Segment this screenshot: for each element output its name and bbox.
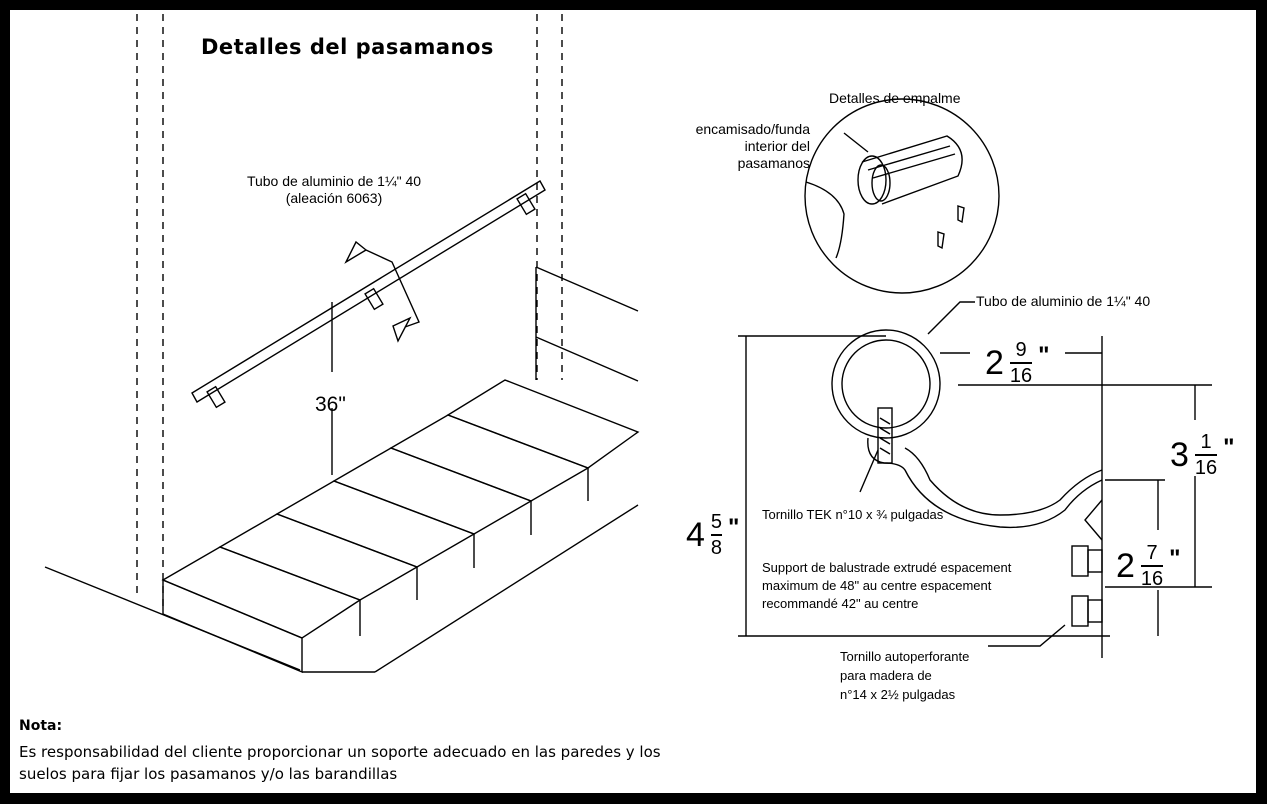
wood-screw-label: Tornillo autoperforante para madera de n… — [840, 647, 969, 704]
dimension-whole: 2 — [985, 343, 1004, 382]
wall-dashed-lines — [136, 14, 563, 612]
dimension-unit: " — [728, 514, 740, 541]
tube-label-line1: Tubo de aluminio de 1¼" 40 — [246, 173, 422, 189]
page-title: Detalles del pasamanos — [201, 35, 494, 59]
support-label-line2: maximum de 48" au centre espacement — [762, 578, 992, 593]
wood-screw-label-line3: n°14 x 2½ pulgadas — [840, 687, 956, 702]
splice-detail — [804, 98, 1000, 294]
dimension-whole: 3 — [1170, 435, 1189, 474]
height-label: 36" — [315, 393, 346, 416]
sleeve-label-line3: pasamanos — [737, 154, 810, 171]
dimension-unit: " — [1223, 434, 1235, 461]
line-drawing — [44, 14, 1212, 674]
tek-screw-label: Tornillo TEK n°10 x ¾ pulgadas — [762, 507, 944, 522]
support-label-line1: Support de balustrade extrudé espacement — [762, 560, 1012, 575]
drawing-frame: Detalles del pasamanos Tubo de aluminio … — [10, 10, 1256, 793]
wood-screw-label-line1: Tornillo autoperforante — [840, 649, 970, 664]
handrail-drawing — [191, 180, 546, 475]
support-label-line3: recommandé 42" au centre — [762, 596, 919, 611]
wood-screw-label-line2: para madera de — [840, 668, 932, 683]
dimension-whole: 4 — [686, 515, 705, 554]
section-drawing — [738, 301, 1212, 658]
stair-drawing — [44, 266, 640, 674]
dimension-whole: 2 — [1116, 546, 1135, 585]
tube-label-line2: (aleación 6063) — [285, 189, 383, 206]
sleeve-label: encamisado/funda interior del pasamanos — [660, 121, 810, 171]
dimension-unit: " — [1038, 342, 1050, 369]
section-tube-label: Tubo de aluminio de 1¼" 40 — [976, 293, 1151, 309]
tube-label: Tubo de aluminio de 1¼" 40 (aleación 606… — [229, 173, 439, 207]
sleeve-label-line1: encamisado/funda — [695, 121, 810, 137]
sleeve-label-line2: interior del — [744, 137, 810, 154]
dimension-unit: " — [1169, 545, 1181, 572]
note-body: Es responsabilidad del cliente proporcio… — [19, 743, 661, 783]
splice-title: Detalles de empalme — [829, 90, 961, 106]
note-heading: Nota: — [19, 718, 63, 734]
support-label: Support de balustrade extrudé espacement… — [762, 559, 1011, 613]
